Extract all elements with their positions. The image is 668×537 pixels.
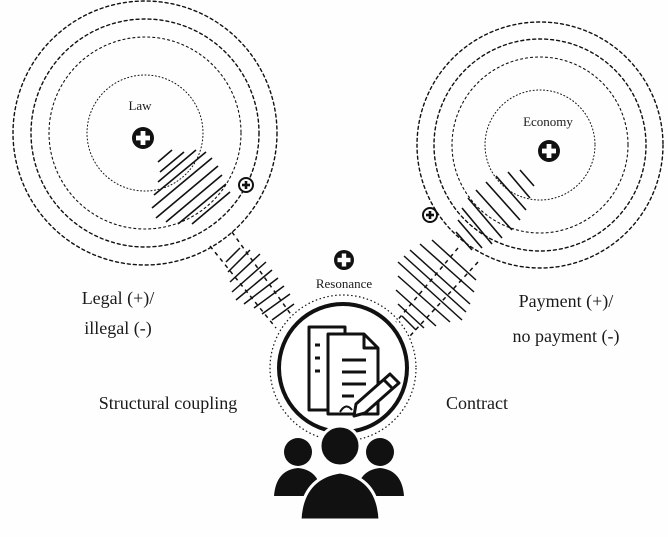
law-label: Law	[128, 98, 152, 113]
economy-code-line2: no payment (-)	[513, 326, 620, 347]
law-code-line1: Legal (+)/	[82, 288, 155, 309]
economy-hatching	[455, 169, 535, 251]
economy-plus-icon	[538, 140, 560, 162]
contract-label: Contract	[446, 393, 508, 413]
law-code-line2: illegal (-)	[84, 318, 151, 339]
law-system-rings	[12, 0, 278, 266]
economy-code-line1: Payment (+)/	[519, 291, 614, 312]
pen-icon	[339, 372, 401, 418]
law-coupling-band	[209, 231, 295, 329]
people-group-icon	[274, 424, 404, 522]
resonance-label: Resonance	[316, 276, 373, 291]
law-plus-icon	[132, 127, 154, 149]
resonance-plus-icon	[334, 250, 354, 270]
law-hatching	[151, 149, 231, 225]
structural-coupling-label: Structural coupling	[99, 393, 237, 413]
economy-ring-plus-icon	[422, 207, 438, 223]
economy-system-rings	[416, 21, 664, 269]
law-ring-plus-icon	[238, 177, 254, 193]
economy-coupling-band	[395, 239, 479, 337]
economy-label: Economy	[523, 114, 573, 129]
